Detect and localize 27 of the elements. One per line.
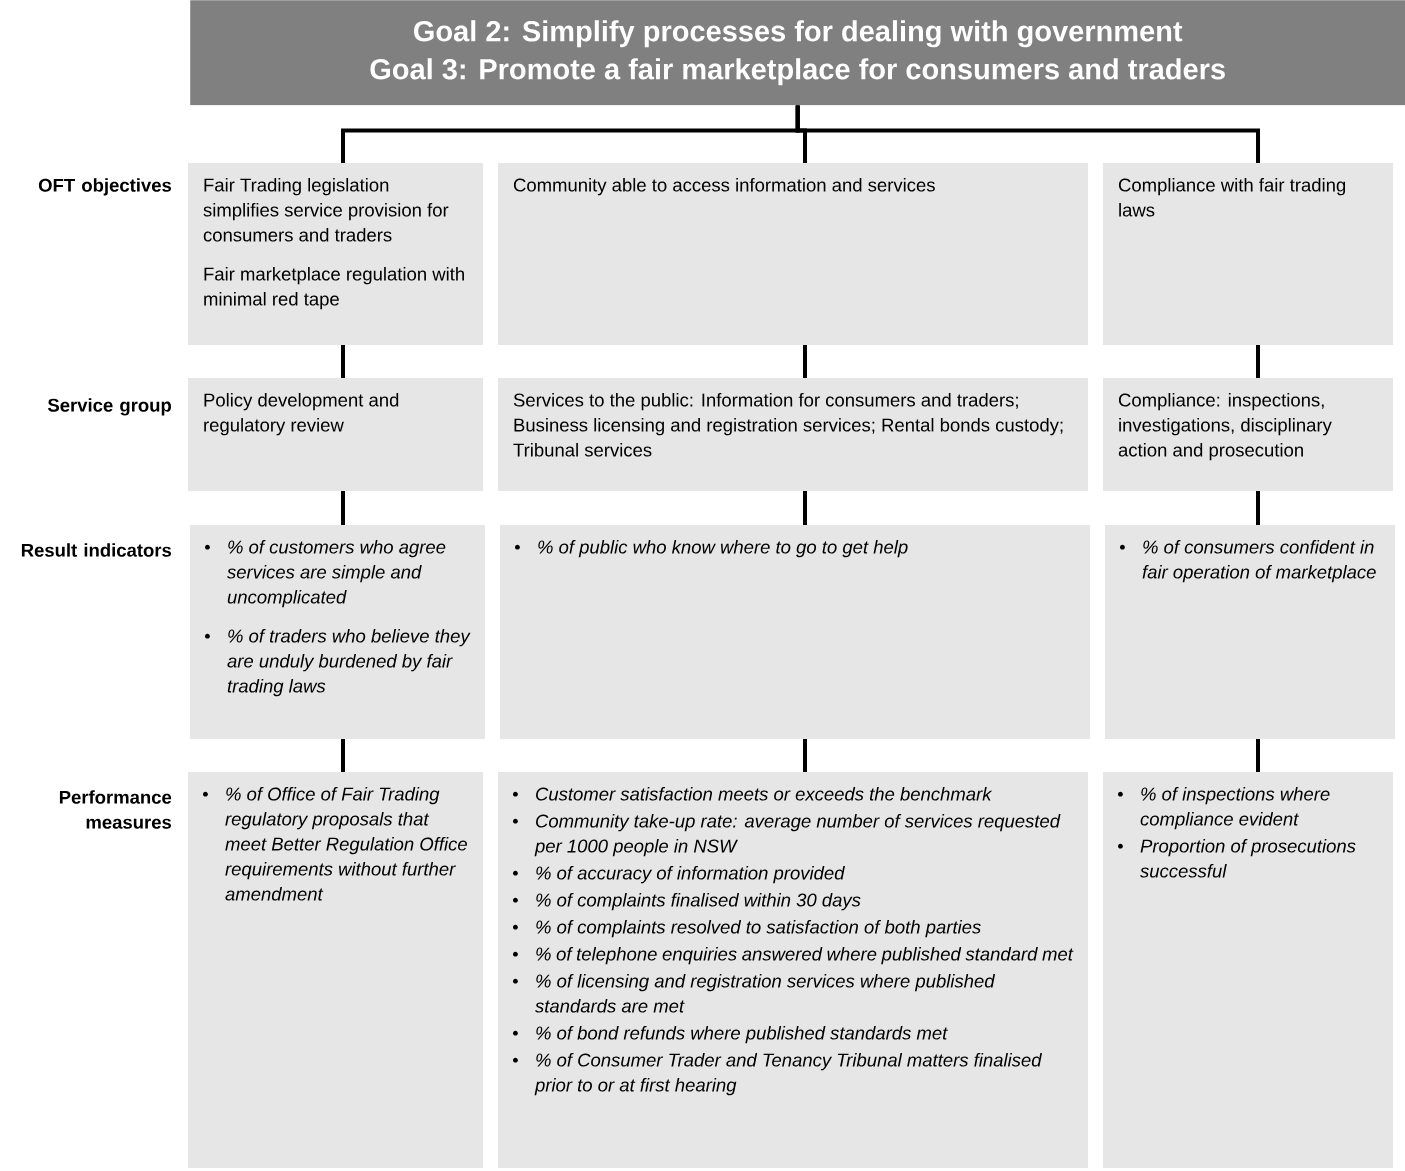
connector-line [1256,345,1260,378]
performance-measure-box: % of inspections where compliance evident Proportion of prosecutions successful [1103,772,1393,1168]
connector-line [1256,491,1260,525]
service-group-box: Services to the public: Information for consumers and traders; Business licensing and registration services; Rental bonds custody; Tribunal services [498,378,1088,491]
connector-line [803,345,807,378]
connector-line [341,491,345,525]
row-label: OFT objectives [38,178,172,196]
row-label: Service group [47,398,172,416]
row-label: Result indicators [21,543,172,557]
performance-measure-box: Customer satisfaction meets or exceeds the benchmark Community take-up rate: average number of services requested per 1000 people in NSW % of accuracy of information provided % of complaints finalised within 30 days % of complaints resolved to satisfaction of both parties % of telephone enquiries answered where published standard met % of licensing and registration services where published standards are met % of bond refunds where published standards met % of Consumer Trader and Tenancy Tribunal matters finalised prior to or at first hearing [498,772,1088,1168]
connector-line [795,105,1260,163]
title-banner: Goal 2: Simplify processes for dealing with government Goal 3: Promote a fair marketplace for consumers and traders [190,0,1405,106]
objective-box: Fair Trading legislation simplifies service provision for consumers and traders Fair marketplace regulation with minimal red tape [188,163,483,345]
performance-measure-box: % of Office of Fair Trading regulatory proposals that meet Better Regulation Office requirements without further amendment [188,772,483,1168]
connector-line [1256,739,1260,772]
result-indicator-box: % of consumers confident in fair operation of marketplace [1105,525,1395,739]
row-label: Performance measures [59,790,172,829]
connector-line [341,739,345,772]
result-indicator-box: % of customers who agree services are simple and uncomplicated % of traders who believe they are unduly burdened by fair trading laws [190,525,485,739]
result-indicator-box: % of public who know where to go to get help [500,525,1090,739]
objective-box: Community able to access information and services [498,163,1088,345]
connector-line [341,345,345,378]
connector-line [803,739,807,772]
objective-box: Compliance with fair trading laws [1103,163,1393,345]
service-group-box: Compliance: inspections, investigations, disciplinary action and prosecution [1103,378,1393,491]
connector-line [803,491,807,525]
service-group-box: Policy development and regulatory review [188,378,483,491]
